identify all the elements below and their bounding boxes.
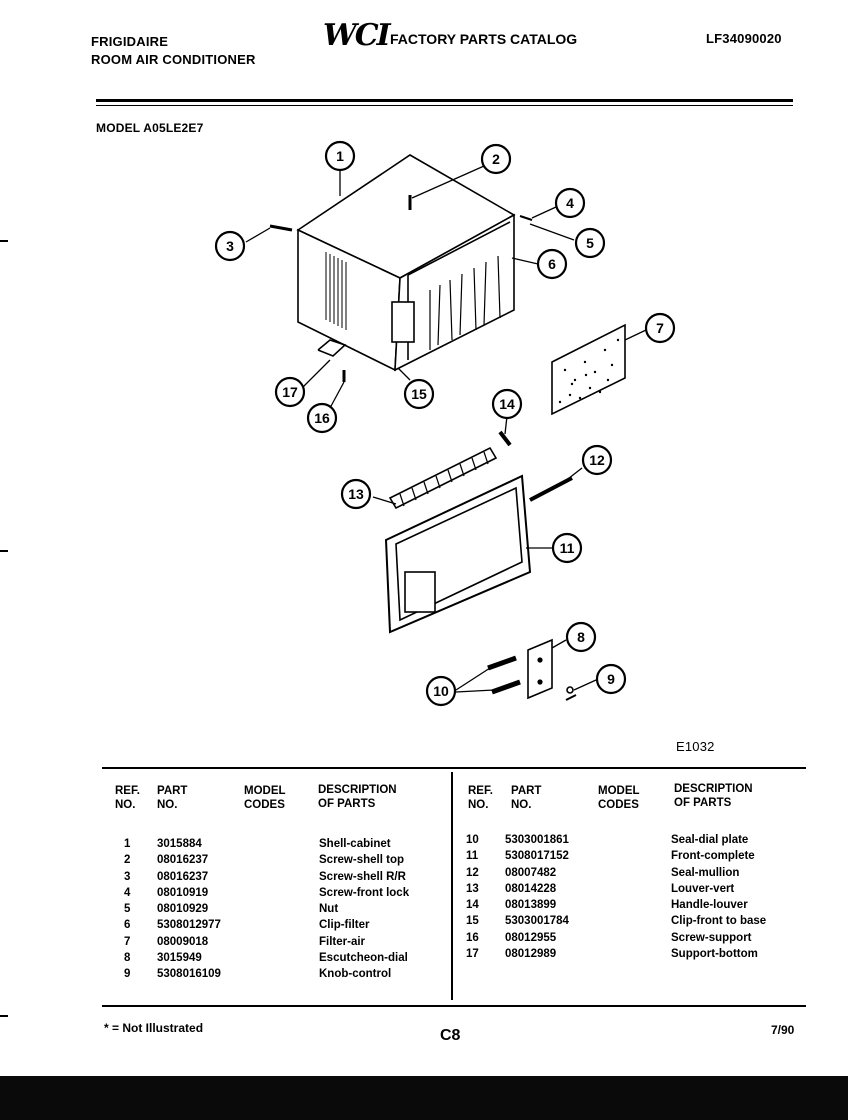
svg-text:3: 3 <box>226 238 234 254</box>
svg-text:15: 15 <box>411 386 427 402</box>
callout-5: 5 <box>574 227 606 259</box>
brand-name: FRIGIDAIRE <box>91 34 169 49</box>
callout-12: 12 <box>581 444 613 476</box>
callout-10: 10 <box>425 675 457 707</box>
model-label: MODEL A05LE2E7 <box>96 121 204 135</box>
callout-3: 3 <box>214 230 246 262</box>
header-rule <box>96 99 793 102</box>
svg-text:4: 4 <box>566 195 574 211</box>
figure-code: E1032 <box>676 739 715 754</box>
callout-2: 2 <box>480 143 512 175</box>
callout-11: 11 <box>551 532 583 564</box>
header-ref-right: REF.NO. <box>468 785 493 811</box>
svg-text:10: 10 <box>433 683 449 699</box>
catalog-number: LF34090020 <box>706 31 782 46</box>
callout-13: 13 <box>340 478 372 510</box>
svg-text:11: 11 <box>560 540 575 556</box>
page-number: C8 <box>440 1027 461 1044</box>
svg-text:1: 1 <box>336 148 344 164</box>
not-illustrated-note: * = Not Illustrated <box>104 1021 204 1035</box>
callout-7: 7 <box>644 312 676 344</box>
scan-mark <box>0 550 8 552</box>
callout-15: 15 <box>403 378 435 410</box>
svg-text:7: 7 <box>656 320 664 336</box>
svg-text:6: 6 <box>548 256 556 272</box>
product-name: ROOM AIR CONDITIONER <box>91 52 256 67</box>
callout-6: 6 <box>536 248 568 280</box>
callout-4: 4 <box>554 187 586 219</box>
svg-text:16: 16 <box>314 410 330 426</box>
svg-text:13: 13 <box>348 486 364 502</box>
callout-8: 8 <box>565 621 597 653</box>
svg-text:2: 2 <box>492 151 500 167</box>
svg-text:14: 14 <box>499 396 515 412</box>
callout-14: 14 <box>491 388 523 420</box>
svg-text:12: 12 <box>589 452 605 468</box>
svg-text:9: 9 <box>607 671 615 687</box>
header-rule-thin <box>96 105 793 106</box>
callout-9: 9 <box>595 663 627 695</box>
scan-edge-bar <box>0 1076 848 1120</box>
revision-date: 7/90 <box>771 1023 795 1037</box>
parts-table-frame <box>102 767 806 1007</box>
scan-mark <box>0 240 8 242</box>
callout-17: 17 <box>274 376 306 408</box>
wci-logo: WCI <box>323 18 391 53</box>
header-ref: REF.NO. <box>115 785 140 811</box>
svg-text:17: 17 <box>282 384 298 400</box>
catalog-title: FACTORY PARTS CATALOG <box>390 31 578 47</box>
svg-text:8: 8 <box>577 629 585 645</box>
callout-1: 1 <box>324 140 356 172</box>
exploded-parts-diagram: 1 2 3 4 5 6 7 8 9 10 11 12 13 14 15 16 1… <box>0 130 848 750</box>
svg-text:5: 5 <box>586 235 594 251</box>
scan-mark <box>0 1015 8 1017</box>
table-column-divider <box>451 772 453 1000</box>
callout-16: 16 <box>306 402 338 434</box>
